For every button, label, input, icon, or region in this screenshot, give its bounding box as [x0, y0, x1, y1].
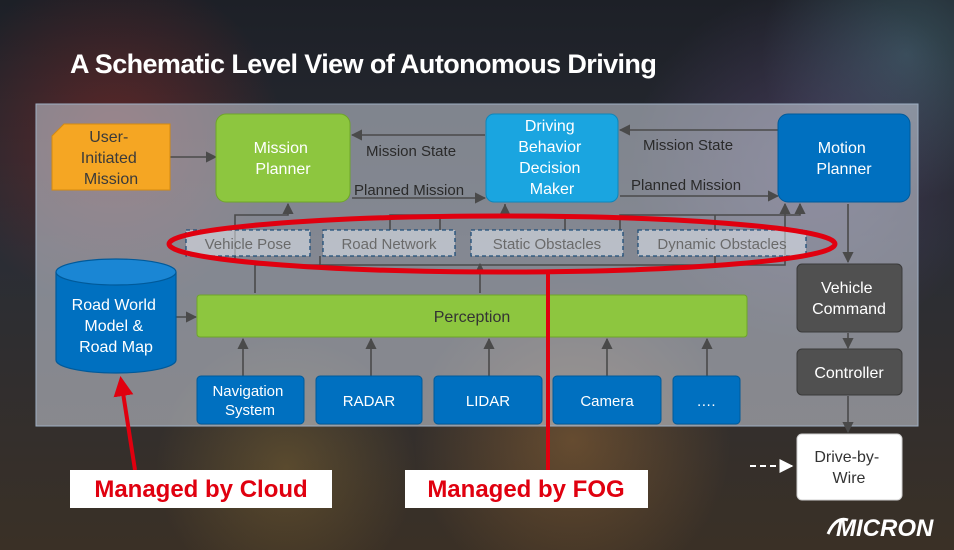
- sensor-more-label: ….: [696, 393, 715, 410]
- sensor-row: Navigation System RADAR LIDAR Camera ….: [196, 375, 741, 425]
- motion-planner-label: Motion Planner: [816, 140, 872, 178]
- vehicle-command-label: Vehicle Command: [812, 280, 886, 318]
- edge-label-planned-mission-2: Planned Mission: [631, 177, 741, 194]
- drive-by-wire-label: Drive-by- Wire: [814, 449, 883, 487]
- edge-label-mission-state-1: Mission State: [366, 143, 456, 160]
- page-title: A Schematic Level View of Autonomous Dri…: [70, 49, 656, 79]
- sensor-lidar-label: LIDAR: [466, 393, 510, 410]
- sensor-lidar-box: [433, 375, 543, 425]
- sensor-camera-box: [552, 375, 662, 425]
- dynamic-obstacles-box: [637, 229, 807, 257]
- behavior-maker-label: Driving Behavior Decision Maker: [518, 118, 586, 198]
- mission-planner-box: [215, 113, 351, 203]
- vehicle-command-box: [796, 263, 903, 333]
- motion-planner-box: [777, 113, 911, 203]
- sensor-more-box: [672, 375, 741, 425]
- drive-by-wire-box: [796, 433, 903, 501]
- road-network-box: [322, 229, 456, 257]
- fog-callout-label: Managed by FOG: [427, 476, 624, 503]
- road-network-label: Road Network: [341, 236, 437, 253]
- perception-box: [196, 294, 748, 338]
- fog-callout-box: [405, 470, 648, 508]
- road-world-database: [55, 258, 177, 374]
- micron-logo-text: MICRON: [836, 515, 934, 542]
- static-obstacles-box: [470, 229, 624, 257]
- controller-box: [796, 348, 903, 396]
- connector-lines: [170, 124, 854, 434]
- sensor-camera-label: Camera: [580, 393, 634, 410]
- user-mission-box: [51, 123, 171, 191]
- user-mission-label: User- Initiated Mission: [81, 129, 142, 188]
- behavior-maker-box: [485, 113, 619, 203]
- static-obstacles-label: Static Obstacles: [493, 236, 601, 253]
- controller-label: Controller: [814, 365, 884, 382]
- sensor-navigation-label: Navigation System: [212, 383, 287, 419]
- fog-highlight-ellipse: [166, 213, 838, 275]
- cloud-callout-arrow: [113, 376, 137, 471]
- cloud-callout-label: Managed by Cloud: [94, 476, 307, 503]
- road-world-label: Road World Model & Road Map: [72, 297, 161, 356]
- vehicle-pose-label: Vehicle Pose: [205, 236, 292, 253]
- mission-planner-label: Mission Planner: [254, 140, 313, 178]
- perception-label: Perception: [434, 309, 511, 326]
- edge-label-planned-mission-1: Planned Mission: [354, 182, 464, 199]
- sensor-radar-box: [315, 375, 423, 425]
- cloud-callout-box: [70, 470, 332, 508]
- dynamic-obstacles-label: Dynamic Obstacles: [657, 236, 786, 253]
- micron-logo: MICRON: [826, 515, 934, 542]
- edge-label-mission-state-2: Mission State: [643, 137, 733, 154]
- vehicle-pose-box: [185, 229, 311, 257]
- sensor-radar-label: RADAR: [343, 393, 396, 410]
- sensor-navigation-box: [196, 375, 305, 425]
- shared-data-row: Vehicle Pose Road Network Static Obstacl…: [185, 229, 807, 257]
